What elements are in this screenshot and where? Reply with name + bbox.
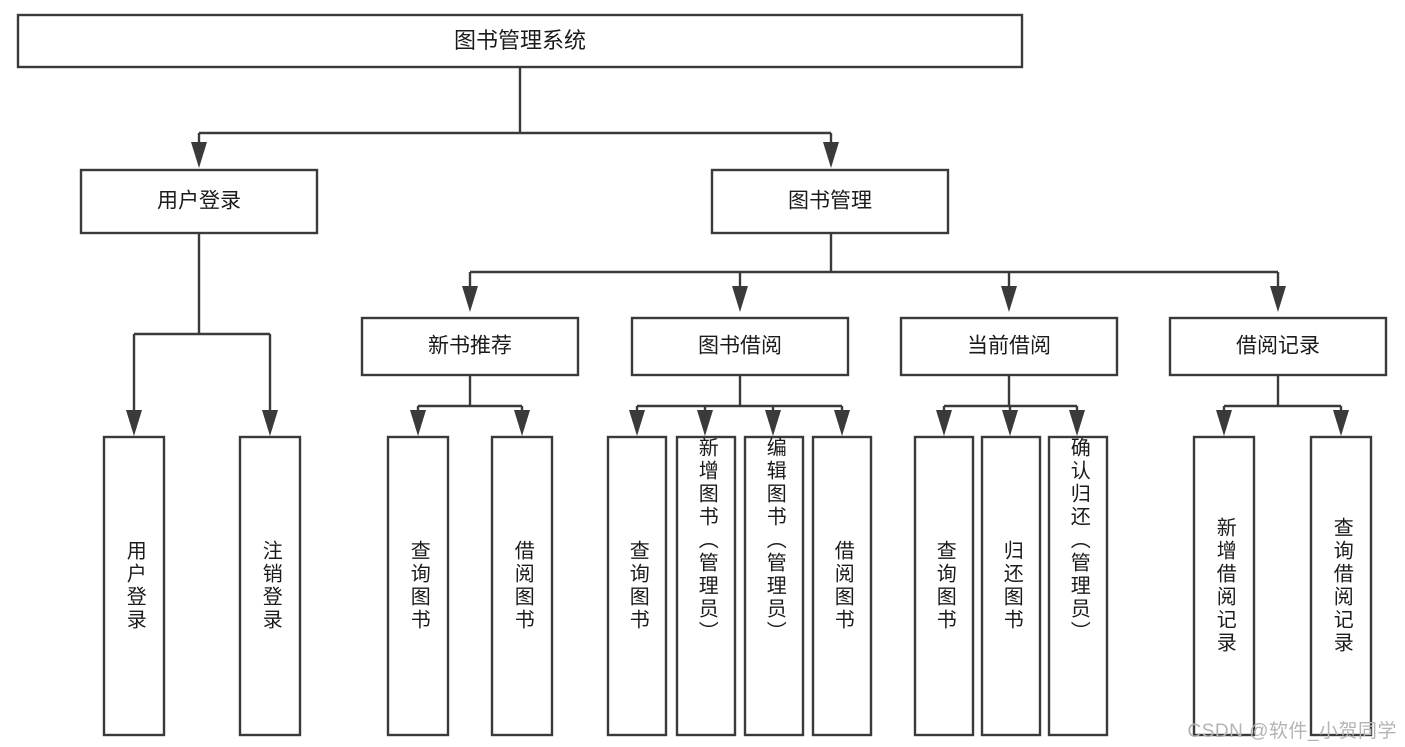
node-book-borrow-box[interactable]: [630, 316, 850, 377]
node-user-login[interactable]: 用户登录: [79, 168, 319, 235]
leaf-box-book-borrow-1[interactable]: [606, 435, 668, 737]
leaf-box-current-borrow-3[interactable]: [1047, 435, 1109, 737]
arrow-book-borrow-leaf-1: [629, 410, 645, 436]
leaf-box-borrow-record-1[interactable]: [1192, 435, 1256, 737]
arrow-borrow-record-leaf-2: [1333, 410, 1349, 436]
node-borrow-record-label: 借阅记录: [1236, 335, 1320, 358]
arrow-borrow-record-leaf-1: [1216, 410, 1232, 436]
node-book-management-box[interactable]: [710, 168, 950, 235]
leaf-box-book-borrow-3[interactable]: [743, 435, 805, 737]
node-book-management-label: 图书管理: [788, 190, 872, 213]
arrow-current-borrow-leaf-1: [936, 410, 952, 436]
arrow-user-login-leaf-2: [262, 410, 278, 436]
arrow-user-login-leaf-1: [126, 410, 142, 436]
leaf-box-new-book-2[interactable]: [490, 435, 554, 737]
node-user-login-label: 用户登录: [157, 190, 241, 213]
leaf-box-user-login-2[interactable]: [238, 435, 302, 737]
arrow-current-borrow-leaf-2: [1002, 410, 1018, 436]
arrow-new-book-leaf-1: [410, 410, 426, 436]
watermark-text: CSDN @软件_小贺同学: [1187, 721, 1397, 742]
arrow-book-mgmt-child-1: [462, 286, 478, 312]
node-current-borrow-label: 当前借阅: [967, 335, 1051, 358]
node-current-borrow-box[interactable]: [899, 316, 1119, 377]
node-book-borrow[interactable]: 图书借阅: [630, 316, 850, 377]
node-new-book-recommend-label: 新书推荐: [428, 335, 512, 358]
node-new-book-recommend[interactable]: 新书推荐: [360, 316, 580, 377]
leaf-box-book-borrow-2[interactable]: [675, 435, 737, 737]
node-root-box[interactable]: [16, 13, 1024, 69]
leaf-box-new-book-1[interactable]: [386, 435, 450, 737]
node-user-login-box[interactable]: [79, 168, 319, 235]
arrow-book-mgmt-child-2: [732, 286, 748, 312]
arrow-book-borrow-leaf-3: [765, 410, 781, 436]
connector-layer: [126, 67, 1349, 436]
arrow-book-mgmt-child-3: [1001, 286, 1017, 312]
node-root[interactable]: 图书管理系统: [16, 13, 1024, 69]
node-new-book-recommend-box[interactable]: [360, 316, 580, 377]
leaf-box-current-borrow-2[interactable]: [980, 435, 1042, 737]
arrow-book-borrow-leaf-2: [697, 410, 713, 436]
node-current-borrow[interactable]: 当前借阅: [899, 316, 1119, 377]
leaf-box-user-login-1[interactable]: [102, 435, 166, 737]
node-book-management[interactable]: 图书管理: [710, 168, 950, 235]
arrow-root-to-user-login: [191, 142, 207, 168]
leaf-box-current-borrow-1[interactable]: [913, 435, 975, 737]
node-borrow-record[interactable]: 借阅记录: [1168, 316, 1388, 377]
arrow-new-book-leaf-2: [514, 410, 530, 436]
node-book-borrow-label: 图书借阅: [698, 335, 782, 358]
leaf-box-book-borrow-4[interactable]: [811, 435, 873, 737]
node-root-label: 图书管理系统: [454, 28, 586, 53]
arrow-root-to-book-mgmt: [823, 142, 839, 168]
arrow-current-borrow-leaf-3: [1069, 410, 1085, 436]
leaf-box-borrow-record-2[interactable]: [1309, 435, 1373, 737]
node-borrow-record-box[interactable]: [1168, 316, 1388, 377]
arrow-book-borrow-leaf-4: [834, 410, 850, 436]
arrow-book-mgmt-child-4: [1270, 286, 1286, 312]
